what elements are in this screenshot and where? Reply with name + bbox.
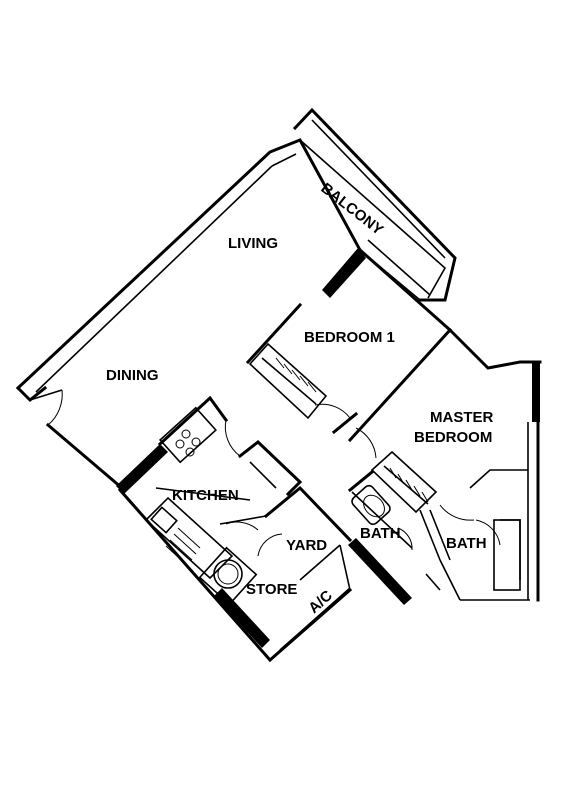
service-area: [198, 485, 353, 663]
bath-left-label: BATH: [360, 525, 401, 542]
bath-right-label: BATH: [446, 535, 487, 552]
dining-label: DINING: [106, 367, 159, 384]
ac-label: A/C: [305, 587, 336, 617]
bathrooms: [347, 469, 530, 605]
store-label: STORE: [246, 581, 297, 598]
bedroom1-label: BEDROOM 1: [304, 329, 395, 346]
bedroom1-walls: [245, 247, 453, 443]
living-label: LIVING: [228, 235, 278, 252]
master-bedroom-walls: [331, 327, 542, 602]
yard-label: YARD: [286, 537, 327, 554]
kitchen-walls: [116, 395, 303, 663]
kitchen-label: KITCHEN: [172, 487, 239, 504]
master-label: MASTER: [430, 409, 494, 426]
balcony-label: BALCONY: [318, 180, 387, 239]
outer-walls: [15, 138, 363, 491]
balcony-area: [292, 107, 457, 302]
wall-living-bedroom1: [322, 248, 366, 298]
master-bedroom-label: BEDROOM: [414, 429, 492, 446]
